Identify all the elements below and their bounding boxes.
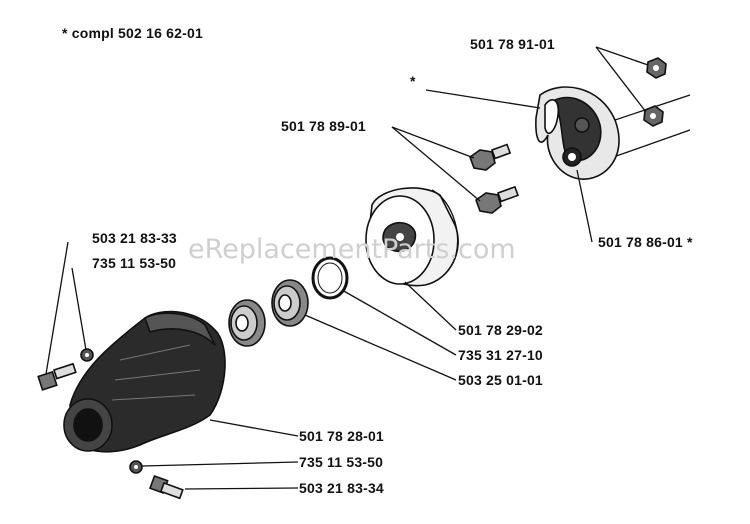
label-washer-top: 735 11 53-50 bbox=[92, 255, 176, 271]
label-gear-housing: 501 78 28-01 bbox=[299, 428, 384, 444]
screw-upper-left bbox=[37, 362, 77, 391]
watermark: eReplacementParts.com bbox=[188, 234, 516, 265]
label-screw-top: 503 21 83-33 bbox=[92, 230, 177, 246]
assembly-title: * compl 502 16 62-01 bbox=[62, 25, 203, 41]
label-circlip: 735 31 27-10 bbox=[458, 347, 543, 363]
hex-nut-upper bbox=[646, 57, 667, 79]
clutch-shoe-assembly bbox=[535, 86, 691, 180]
gear-housing bbox=[63, 310, 226, 453]
circlip bbox=[311, 256, 349, 300]
label-washer-bottom: 735 11 53-50 bbox=[299, 454, 383, 470]
screw-bottom bbox=[149, 474, 184, 500]
hex-nut-lower bbox=[643, 105, 664, 127]
label-bearing: 503 25 01-01 bbox=[458, 372, 543, 388]
shoulder-bolt-upper bbox=[469, 143, 512, 171]
label-screw-bottom: 503 21 83-34 bbox=[299, 480, 384, 496]
ball-bearing-outer bbox=[271, 279, 309, 327]
label-bolt-pair: 501 78 89-01 bbox=[281, 118, 366, 134]
leader-lines bbox=[45, 46, 649, 490]
label-clutch-drum: 501 78 29-02 bbox=[458, 322, 543, 338]
shoulder-bolt-lower bbox=[475, 185, 520, 214]
ball-bearing-inner bbox=[228, 299, 266, 347]
label-clutch-spring: 501 78 86-01 * bbox=[598, 234, 693, 250]
clutch-drum bbox=[365, 187, 459, 287]
label-asterisk: * bbox=[410, 73, 416, 89]
washer-bottom bbox=[129, 460, 143, 474]
washer-upper-left bbox=[80, 348, 94, 362]
label-nut-pair: 501 78 91-01 bbox=[470, 36, 555, 52]
